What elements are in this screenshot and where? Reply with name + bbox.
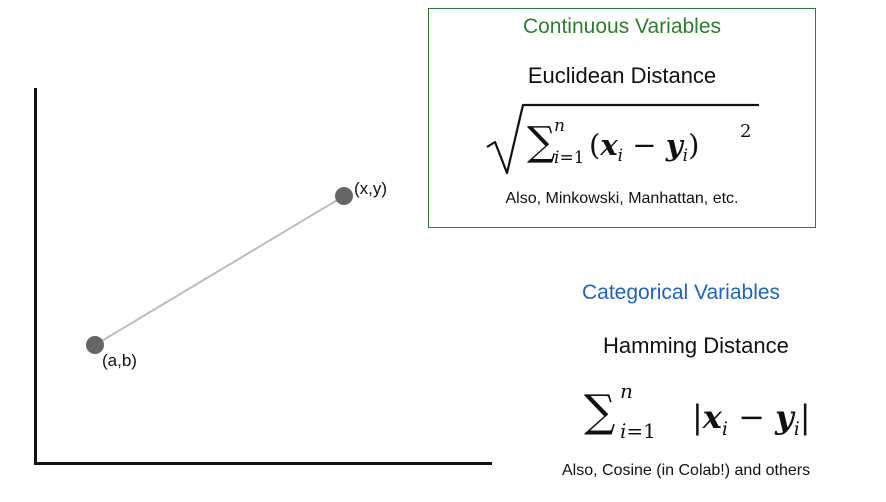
hamming-distance-title: Hamming Distance [603, 333, 789, 358]
point-xy [335, 187, 353, 205]
svg-text:(xi − yi): (xi − yi) [589, 128, 699, 166]
hamming-formula: ∑ n i=1 |xi − yi| [584, 379, 811, 443]
svg-text:2: 2 [740, 121, 751, 142]
svg-text:n: n [620, 379, 633, 403]
x-axis [34, 462, 492, 465]
point-ab [86, 336, 104, 354]
euclidean-formula: ∑ n i=1 (xi − yi) 2 [486, 103, 759, 175]
continuous-title: Continuous Variables [522, 15, 722, 38]
continuous-note: Also, Minkowski, Manhattan, etc. [505, 190, 739, 207]
svg-text:|xi − yi|: |xi − yi| [692, 398, 811, 440]
y-axis [34, 88, 37, 465]
svg-text:∑: ∑ [584, 386, 615, 437]
categorical-title: Categorical Variables [582, 281, 781, 304]
svg-text:∑: ∑ [527, 119, 556, 165]
svg-text:i=1: i=1 [620, 419, 656, 443]
categorical-note: Also, Cosine (in Colab!) and others [562, 462, 811, 479]
connecting-line [94, 195, 345, 346]
point-ab-label: (a,b) [102, 351, 137, 370]
svg-text:i=1: i=1 [554, 148, 585, 168]
continuous-variables-box: Continuous Variables Euclidean Distance … [428, 8, 816, 228]
svg-text:n: n [554, 116, 565, 136]
point-xy-label: (x,y) [354, 179, 388, 198]
euclidean-distance-title: Euclidean Distance [527, 63, 717, 88]
